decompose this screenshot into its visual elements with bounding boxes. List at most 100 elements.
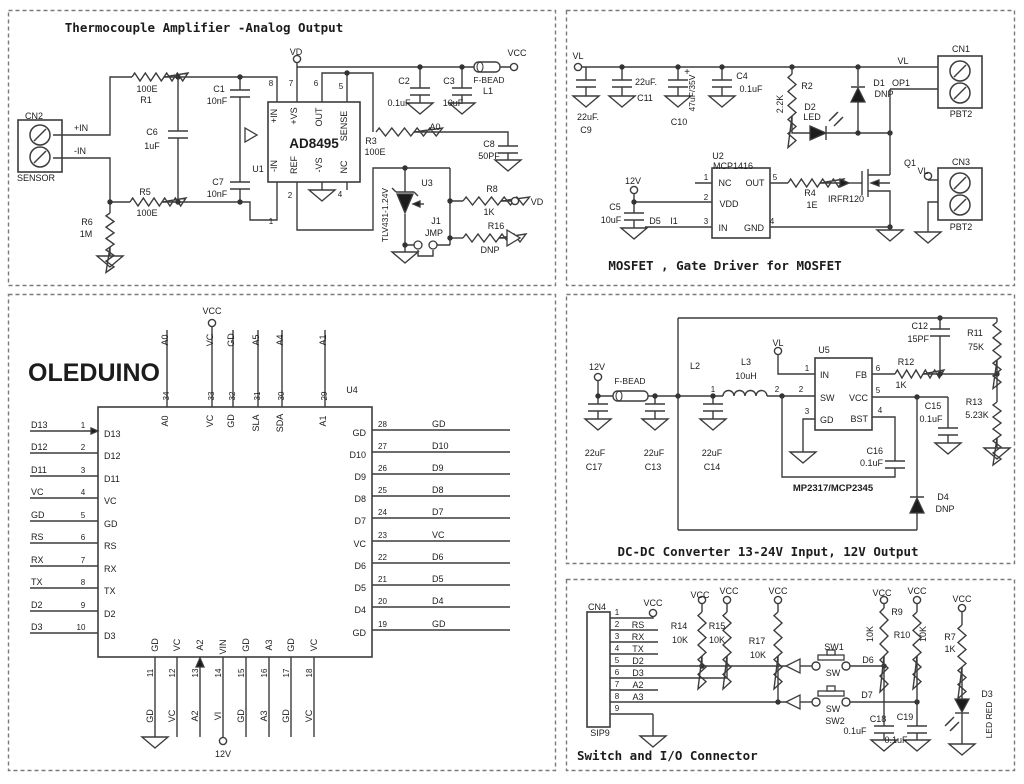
junction-dot [175, 74, 181, 80]
label-d11: D11 [104, 474, 120, 484]
label-op1: OP1 [892, 78, 910, 88]
resistor [787, 177, 846, 189]
label-vdd: VDD [719, 199, 739, 209]
terminal-icon [722, 595, 732, 605]
label-7: 7 [289, 79, 294, 88]
label-29: 29 [320, 391, 329, 400]
terminal-icon [697, 595, 707, 605]
resistor [462, 232, 528, 244]
label-2: 2 [81, 443, 86, 452]
section-title: Thermocouple Amplifier -Analog Output [65, 20, 343, 35]
wire [791, 116, 810, 134]
ground-icon [698, 418, 728, 431]
label-pbt2: PBT2 [950, 222, 973, 232]
label-3: 3 [615, 632, 620, 641]
label-13: 13 [191, 668, 200, 677]
arrow-icon [784, 657, 801, 675]
terminal-icon [218, 736, 228, 746]
junction-dot [447, 198, 453, 204]
label-19: 19 [378, 620, 387, 629]
label-mp2317-mcp2345: MP2317/MCP2345 [793, 483, 874, 494]
wire [930, 328, 950, 337]
label-4: 4 [81, 488, 86, 497]
label-vin: VIN [218, 639, 228, 654]
terminal-icon [648, 608, 658, 618]
label-d10: D10 [349, 450, 366, 460]
label-16: 16 [260, 668, 269, 677]
switch-contact [811, 697, 821, 707]
junction-dot [675, 64, 681, 70]
label-out: OUT [746, 178, 766, 188]
label-30: 30 [277, 391, 286, 400]
label-r3: R3 [365, 136, 377, 146]
resistor [894, 368, 946, 380]
label-d2: D2 [31, 600, 43, 610]
label--vs: -VS [314, 157, 324, 172]
label-gd: GD [353, 428, 367, 438]
ground-icon [95, 255, 125, 268]
terminal-icon [510, 196, 520, 206]
terminal-icon [509, 62, 519, 72]
wire [588, 403, 608, 412]
label-1: 1 [269, 217, 274, 226]
junction-dot [619, 64, 625, 70]
ground-icon [619, 227, 649, 240]
label-gd: GD [432, 419, 446, 429]
label-gd: GD [226, 414, 236, 428]
screw-slot [953, 86, 967, 100]
label-c7: C7 [212, 177, 224, 187]
label-rs: RS [632, 620, 645, 630]
label-c17: C17 [586, 462, 603, 472]
label-3: 3 [704, 217, 709, 226]
label-a3: A3 [259, 710, 269, 721]
label-22: 22 [378, 553, 387, 562]
wire [576, 79, 596, 88]
diode-icon [944, 719, 952, 727]
label-vc: VC [432, 530, 445, 540]
label-a0: A0 [160, 334, 170, 345]
wire [634, 182, 712, 228]
label-d7: D7 [354, 516, 366, 526]
label-d2: D2 [632, 656, 644, 666]
switch-contact [841, 697, 851, 707]
label-in: IN [719, 223, 728, 233]
label-in: IN [820, 370, 829, 380]
ground-icon [447, 102, 477, 115]
label-10uf: 10uF [443, 98, 464, 108]
label-r13: R13 [966, 397, 983, 407]
ground-icon [902, 739, 932, 752]
label-sw: SW [826, 704, 841, 714]
label-c12: C12 [911, 321, 928, 331]
label-dnp: DNP [874, 89, 893, 99]
section-title: OLEDUINO [28, 359, 160, 387]
label-a5: A5 [251, 334, 261, 345]
label-sip9: SIP9 [590, 728, 610, 738]
ferrite-bead-end [476, 61, 484, 73]
label-dnp: DNP [935, 504, 954, 514]
label-sw: SW [820, 393, 835, 403]
ground-icon [583, 418, 613, 431]
label--in: +IN [74, 123, 88, 133]
wire [712, 79, 732, 88]
terminal-icon [292, 54, 302, 64]
label-1m: 1M [80, 229, 93, 239]
label-10: 10 [77, 623, 86, 632]
label-a3: A3 [632, 692, 643, 702]
label-vcc: VCC [507, 48, 527, 58]
label-vl: VL [917, 166, 928, 176]
label-5: 5 [81, 511, 86, 520]
label-1: 1 [81, 421, 86, 430]
wire [885, 460, 905, 469]
label-d5: D5 [649, 216, 661, 226]
label-vcc: VCC [907, 586, 927, 596]
label-r4: R4 [804, 188, 816, 198]
label-a1: A1 [318, 334, 328, 345]
label-vl: VL [772, 338, 783, 348]
label-r2: R2 [801, 81, 813, 91]
resistor [375, 126, 445, 138]
label-tx: TX [104, 586, 116, 596]
junction-dot [237, 199, 243, 205]
label-11: 11 [146, 668, 155, 677]
label-0-1uf: 0.1uF [884, 735, 908, 745]
